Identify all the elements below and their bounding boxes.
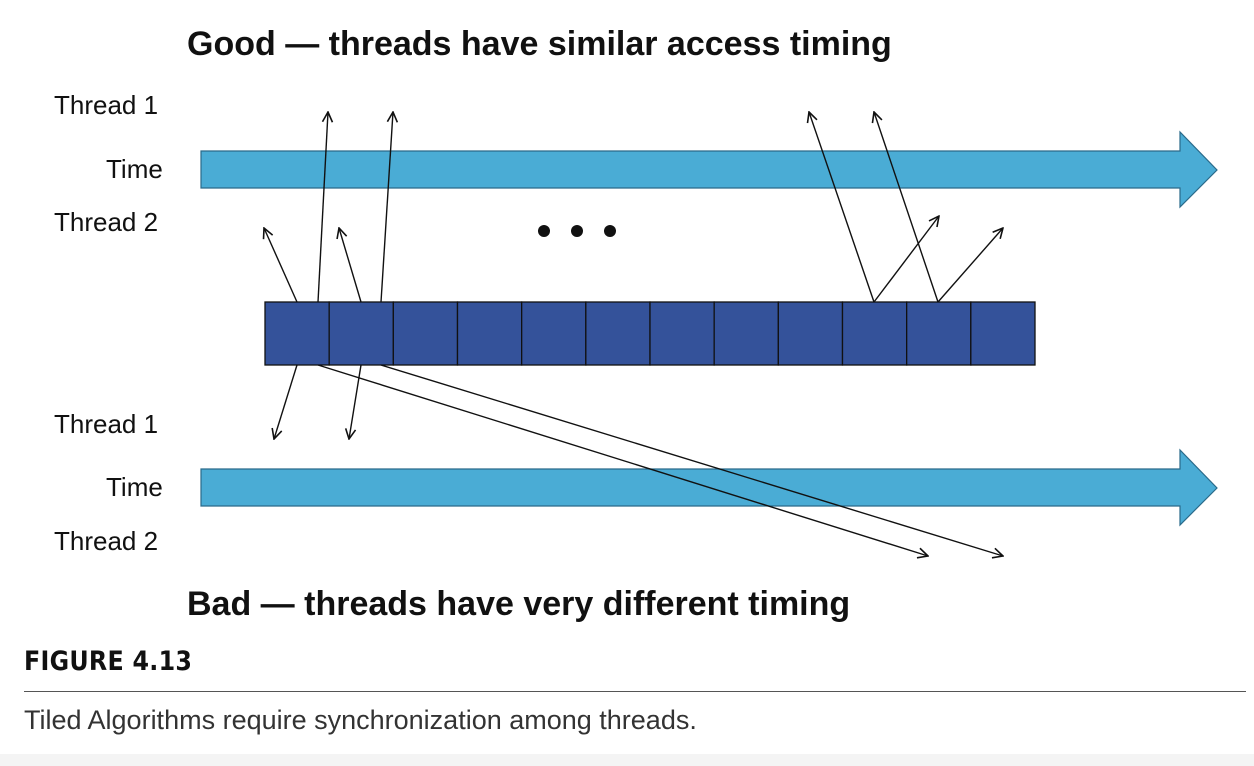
tile-row (264, 301, 1036, 366)
access-arrow-good-thread1 (809, 112, 875, 303)
time-label-bottom: Time (106, 472, 163, 502)
thread2-label-top: Thread 2 (54, 207, 159, 237)
thread2-label-bottom: Thread 2 (54, 526, 159, 556)
caption-divider (24, 691, 1246, 692)
footer-bar (0, 754, 1254, 766)
tile-cell (392, 301, 459, 366)
access-arrow-bad-thread2 (380, 364, 1003, 556)
figure-number: FIGURE 4.13 (24, 646, 193, 677)
access-arrow-good-thread2 (937, 228, 1003, 303)
access-arrow-bad-thread1 (274, 364, 298, 439)
tile-cell (906, 301, 972, 366)
tile-cell (521, 301, 587, 366)
good-timing-title: Good — threads have similar access timin… (187, 25, 892, 63)
tile-cell (841, 301, 908, 366)
tile-cell (649, 301, 715, 366)
tile-cell (777, 301, 844, 366)
ellipsis-dot (538, 225, 550, 237)
access-arrow-bad-thread2 (317, 364, 928, 556)
access-arrow-good-thread2 (339, 228, 362, 303)
timeline-arrow-good (200, 130, 1218, 209)
ellipsis-dot (604, 225, 616, 237)
tile-cell (970, 301, 1036, 366)
access-arrow-good-thread2 (264, 228, 298, 303)
ellipsis-dot (571, 225, 583, 237)
thread1-label-bottom: Thread 1 (54, 409, 159, 439)
access-arrow-good-thread1 (380, 112, 393, 303)
tile-cell (328, 301, 394, 366)
tile-cell (585, 301, 651, 366)
access-arrow-good-thread1 (317, 112, 328, 303)
tile-cell (264, 301, 330, 366)
figure-caption: Tiled Algorithms require synchronization… (24, 705, 697, 735)
bad-timing-title: Bad — threads have very different timing (187, 585, 851, 623)
thread1-label-top: Thread 1 (54, 90, 159, 120)
tile-cell (713, 301, 779, 366)
time-label-top: Time (106, 154, 163, 184)
tile-cell (456, 301, 523, 366)
access-arrow-good-thread2 (873, 216, 939, 303)
access-arrow-good-thread1 (874, 112, 939, 303)
